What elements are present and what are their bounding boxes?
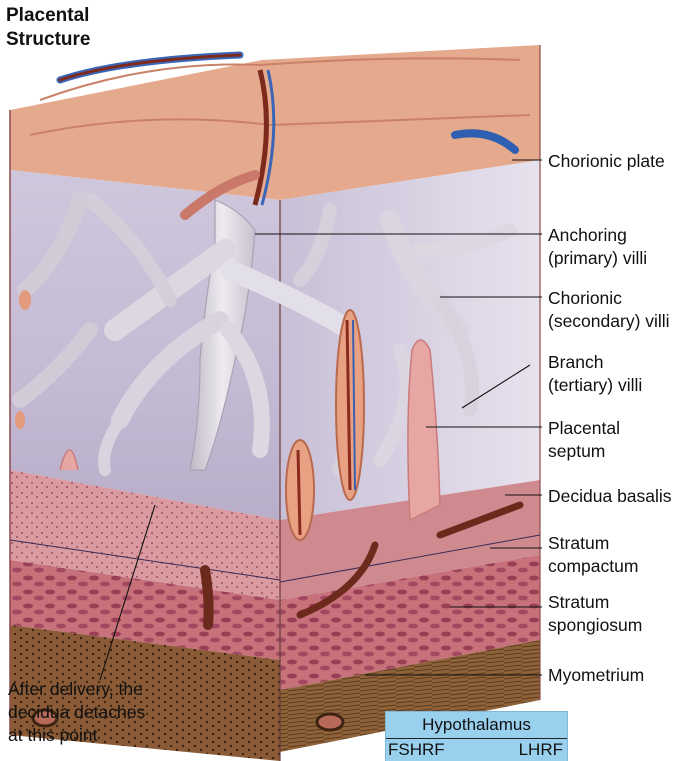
label-text: Myometrium — [548, 664, 644, 687]
label-stratum-spongiosum: Stratum spongiosum — [548, 591, 642, 637]
title-line-2: Structure — [6, 28, 90, 52]
label-anchoring-villi: Anchoring (primary) villi — [548, 224, 647, 270]
fshrf-label: FSHRF — [388, 740, 445, 760]
label-text: Chorionic — [548, 287, 670, 310]
hypothalamus-inset: Hypothalamus FSHRF LHRF — [385, 711, 568, 761]
tissue-block — [10, 45, 540, 761]
label-text: septum — [548, 440, 620, 463]
label-text: Placental — [548, 417, 620, 440]
label-text: Stratum — [548, 591, 642, 614]
label-text: Stratum — [548, 532, 638, 555]
figure-title: Placental Structure — [6, 4, 90, 52]
label-chorionic-plate: Chorionic plate — [548, 150, 665, 173]
label-text: Chorionic plate — [548, 150, 665, 173]
label-decidua-basalis: Decidua basalis — [548, 485, 672, 508]
caption-line: at this point — [8, 724, 145, 747]
label-text: Branch — [548, 351, 642, 374]
label-text: (tertiary) villi — [548, 374, 642, 397]
hypothalamus-title: Hypothalamus — [386, 715, 567, 735]
caption-line: decidua detaches — [8, 701, 145, 724]
label-chorionic-villi: Chorionic (secondary) villi — [548, 287, 670, 333]
label-stratum-compactum: Stratum compactum — [548, 532, 638, 578]
label-myometrium: Myometrium — [548, 664, 644, 687]
label-text: Anchoring — [548, 224, 647, 247]
label-text: (secondary) villi — [548, 310, 670, 333]
lhrf-label: LHRF — [519, 740, 563, 760]
label-placental-septum: Placental septum — [548, 417, 620, 463]
inset-divider — [386, 738, 567, 739]
delivery-caption: After delivery, the decidua detaches at … — [8, 678, 145, 747]
caption-line: After delivery, the — [8, 678, 145, 701]
label-text: compactum — [548, 555, 638, 578]
label-branch-villi: Branch (tertiary) villi — [548, 351, 642, 397]
label-text: Decidua basalis — [548, 485, 672, 508]
label-text: (primary) villi — [548, 247, 647, 270]
label-text: spongiosum — [548, 614, 642, 637]
title-line-1: Placental — [6, 4, 90, 28]
